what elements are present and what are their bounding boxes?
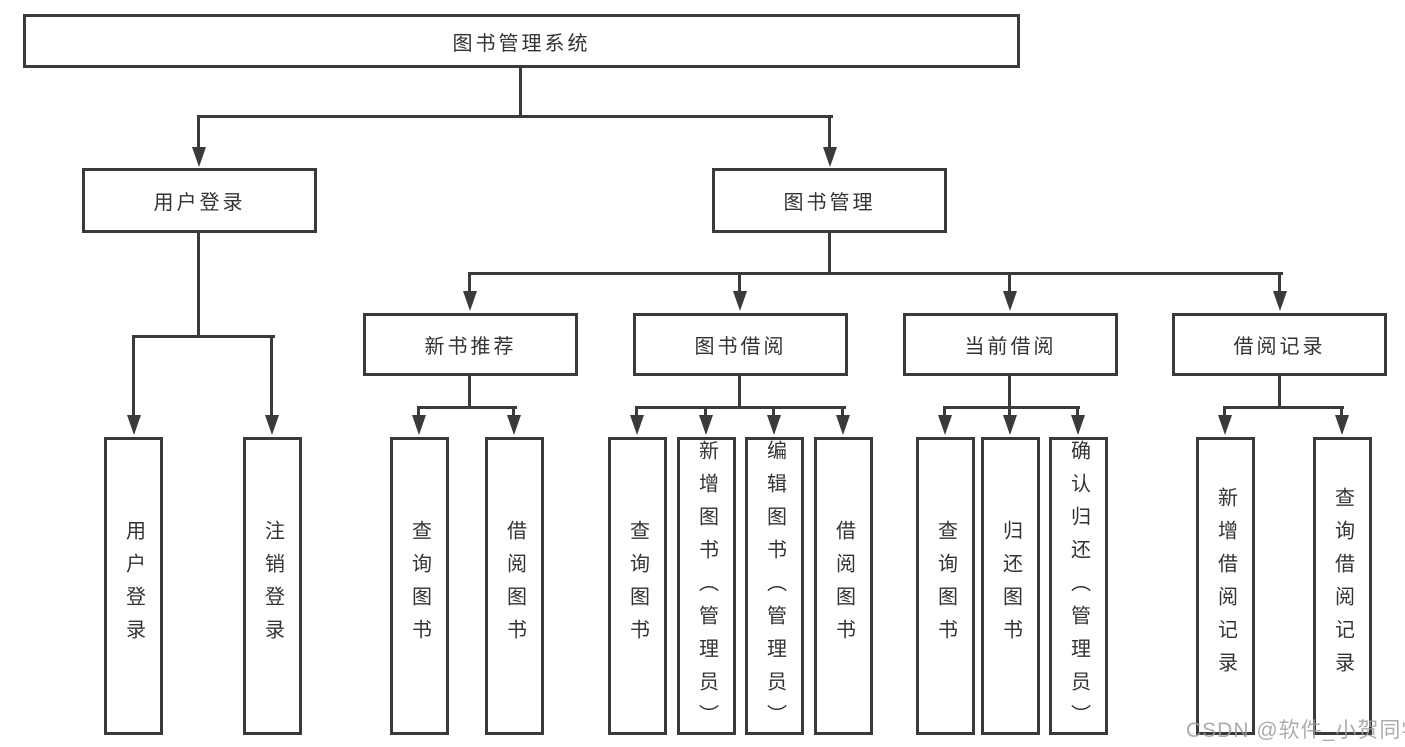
leaf-label: 查询图书 (626, 520, 649, 652)
leaf-add-borrow-record: 新增借阅记录 (1196, 437, 1255, 735)
connector-leaf-logout-stem (270, 335, 273, 417)
connector-leaf-stem (1076, 406, 1079, 418)
connector-leaf-stem (635, 406, 638, 418)
connector-current-borrowing-bar (943, 406, 1080, 409)
leaf-label: 查询借阅记录 (1331, 487, 1354, 685)
node-label: 当前借阅 (964, 336, 1057, 358)
connector-current-borrowing-down (1008, 374, 1011, 409)
connector-leaf-stem (841, 406, 844, 418)
leaf-edit-books-admin: 编辑图书（管理员） (745, 437, 804, 737)
leaf-label: 新增借阅记录 (1214, 487, 1237, 685)
connector-borrowing-records-stem (1278, 272, 1281, 294)
node-current-borrowing: 当前借阅 (903, 313, 1118, 376)
arrowhead-leaf-add-books (699, 415, 713, 435)
leaf-borrow-books-borrowing: 借阅图书 (814, 437, 873, 735)
node-label: 新书推荐 (424, 336, 517, 358)
connector-book-borrowing-bar (635, 406, 846, 409)
arrowhead-leaf-borrow-books-1 (507, 415, 521, 435)
connector-new-book-down (468, 374, 471, 409)
connector-leaf-stem (704, 406, 707, 418)
leaf-confirm-return-admin: 确认归还（管理员） (1049, 437, 1108, 737)
arrowhead-leaf-borrow-books-2 (836, 415, 850, 435)
connector-borrowing-records-down (1278, 374, 1281, 409)
connector-current-borrowing-stem (1008, 272, 1011, 294)
arrowhead-user-login (192, 147, 206, 167)
leaf-label: 确认归还（管理员） (1067, 440, 1090, 737)
node-library-management-system: 图书管理系统 (23, 14, 1020, 68)
arrowhead-borrowing-records (1273, 291, 1287, 311)
leaf-query-books-borrowing: 查询图书 (608, 437, 667, 735)
connector-leaf-stem (1223, 406, 1226, 418)
leaf-query-books-current: 查询图书 (916, 437, 975, 735)
arrowhead-leaf-query-books-3 (938, 415, 952, 435)
connector-root-bar (197, 115, 833, 118)
node-label: 图书管理系统 (452, 32, 591, 55)
connector-borrowing-records-bar (1223, 406, 1344, 409)
arrowhead-book-borrowing (733, 291, 747, 311)
node-book-management: 图书管理 (712, 168, 947, 233)
arrowhead-leaf-return-books (1003, 415, 1017, 435)
leaf-label: 借阅图书 (503, 520, 526, 652)
connector-leaf-stem (1008, 406, 1011, 418)
node-label: 图书借阅 (694, 336, 787, 358)
arrowhead-leaf-query-record (1335, 415, 1349, 435)
connector-leaf-stem (1340, 406, 1343, 418)
leaf-user-login: 用户登录 (104, 437, 163, 735)
connector-book-borrowing-down (738, 374, 741, 409)
arrowhead-leaf-user-login (127, 415, 141, 435)
leaf-label: 编辑图书（管理员） (763, 440, 786, 737)
connector-leaf-stem (512, 406, 515, 418)
connector-leaf-user-login-stem (132, 335, 135, 417)
leaf-logout-login: 注销登录 (243, 437, 302, 735)
connector-user-login-bar (132, 335, 275, 338)
arrowhead-leaf-add-record (1218, 415, 1232, 435)
arrowhead-leaf-edit-books (767, 415, 781, 435)
connector-user-login-down (197, 231, 200, 338)
node-new-book-recommend: 新书推荐 (363, 313, 578, 376)
arrowhead-new-book (463, 291, 477, 311)
connector-new-book-bar (417, 406, 517, 409)
watermark-text: CSDN @软件_小贺同学 (1186, 719, 1405, 742)
node-label: 用户登录 (153, 192, 246, 214)
leaf-query-books-recommend: 查询图书 (390, 437, 449, 735)
connector-level3-bar (468, 272, 1283, 275)
leaf-label: 借阅图书 (832, 520, 855, 652)
node-borrowing-records: 借阅记录 (1172, 313, 1387, 376)
leaf-query-borrow-record: 查询借阅记录 (1313, 437, 1372, 735)
node-label: 图书管理 (783, 192, 876, 214)
arrowhead-leaf-logout (265, 415, 279, 435)
leaf-label: 新增图书（管理员） (695, 440, 718, 737)
arrowhead-book-management (823, 147, 837, 167)
connector-leaf-stem (943, 406, 946, 418)
connector-book-management-down (828, 231, 831, 275)
connector-leaf-stem (772, 406, 775, 418)
leaf-label: 注销登录 (261, 520, 284, 652)
leaf-label: 查询图书 (408, 520, 431, 652)
leaf-label: 归还图书 (999, 520, 1022, 652)
arrowhead-current-borrowing (1003, 291, 1017, 311)
connector-user-login-stem (197, 115, 200, 151)
leaf-add-books-admin: 新增图书（管理员） (677, 437, 736, 737)
leaf-borrow-books-recommend: 借阅图书 (485, 437, 544, 735)
connector-book-borrowing-stem (738, 272, 741, 294)
connector-leaf-stem (417, 406, 420, 418)
node-book-borrowing: 图书借阅 (633, 313, 848, 376)
connector-root-stem (519, 66, 522, 118)
connector-new-book-stem (468, 272, 471, 294)
node-label: 借阅记录 (1233, 336, 1326, 358)
arrowhead-leaf-query-books-1 (412, 415, 426, 435)
node-user-login: 用户登录 (82, 168, 317, 233)
leaf-label: 查询图书 (934, 520, 957, 652)
leaf-return-books: 归还图书 (981, 437, 1040, 735)
arrowhead-leaf-query-books-2 (630, 415, 644, 435)
arrowhead-leaf-confirm-return (1071, 415, 1085, 435)
connector-book-management-stem (828, 115, 831, 151)
leaf-label: 用户登录 (122, 520, 145, 652)
